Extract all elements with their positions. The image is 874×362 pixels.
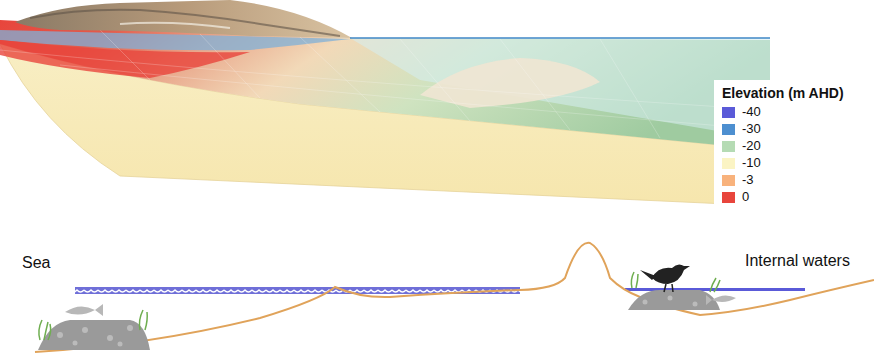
legend-swatch	[722, 141, 735, 152]
legend-text: -10	[742, 155, 761, 170]
legend-text: -40	[742, 104, 761, 119]
legend-swatch	[722, 124, 735, 135]
legend-text: -3	[742, 172, 754, 187]
legend-swatch	[722, 107, 735, 118]
legend-text: 0	[742, 189, 749, 204]
legend-swatch	[722, 158, 735, 169]
legend-title: Elevation (m AHD)	[722, 85, 844, 101]
legend-text: -20	[742, 138, 761, 153]
legend-swatch	[722, 175, 735, 186]
region-label: Sea	[22, 254, 50, 272]
legend-swatch	[722, 192, 735, 203]
legend-box: Elevation (m AHD)-40-30-20-10-30	[714, 80, 874, 212]
legend-text: -30	[742, 121, 761, 136]
region-label: Internal waters	[745, 252, 850, 270]
